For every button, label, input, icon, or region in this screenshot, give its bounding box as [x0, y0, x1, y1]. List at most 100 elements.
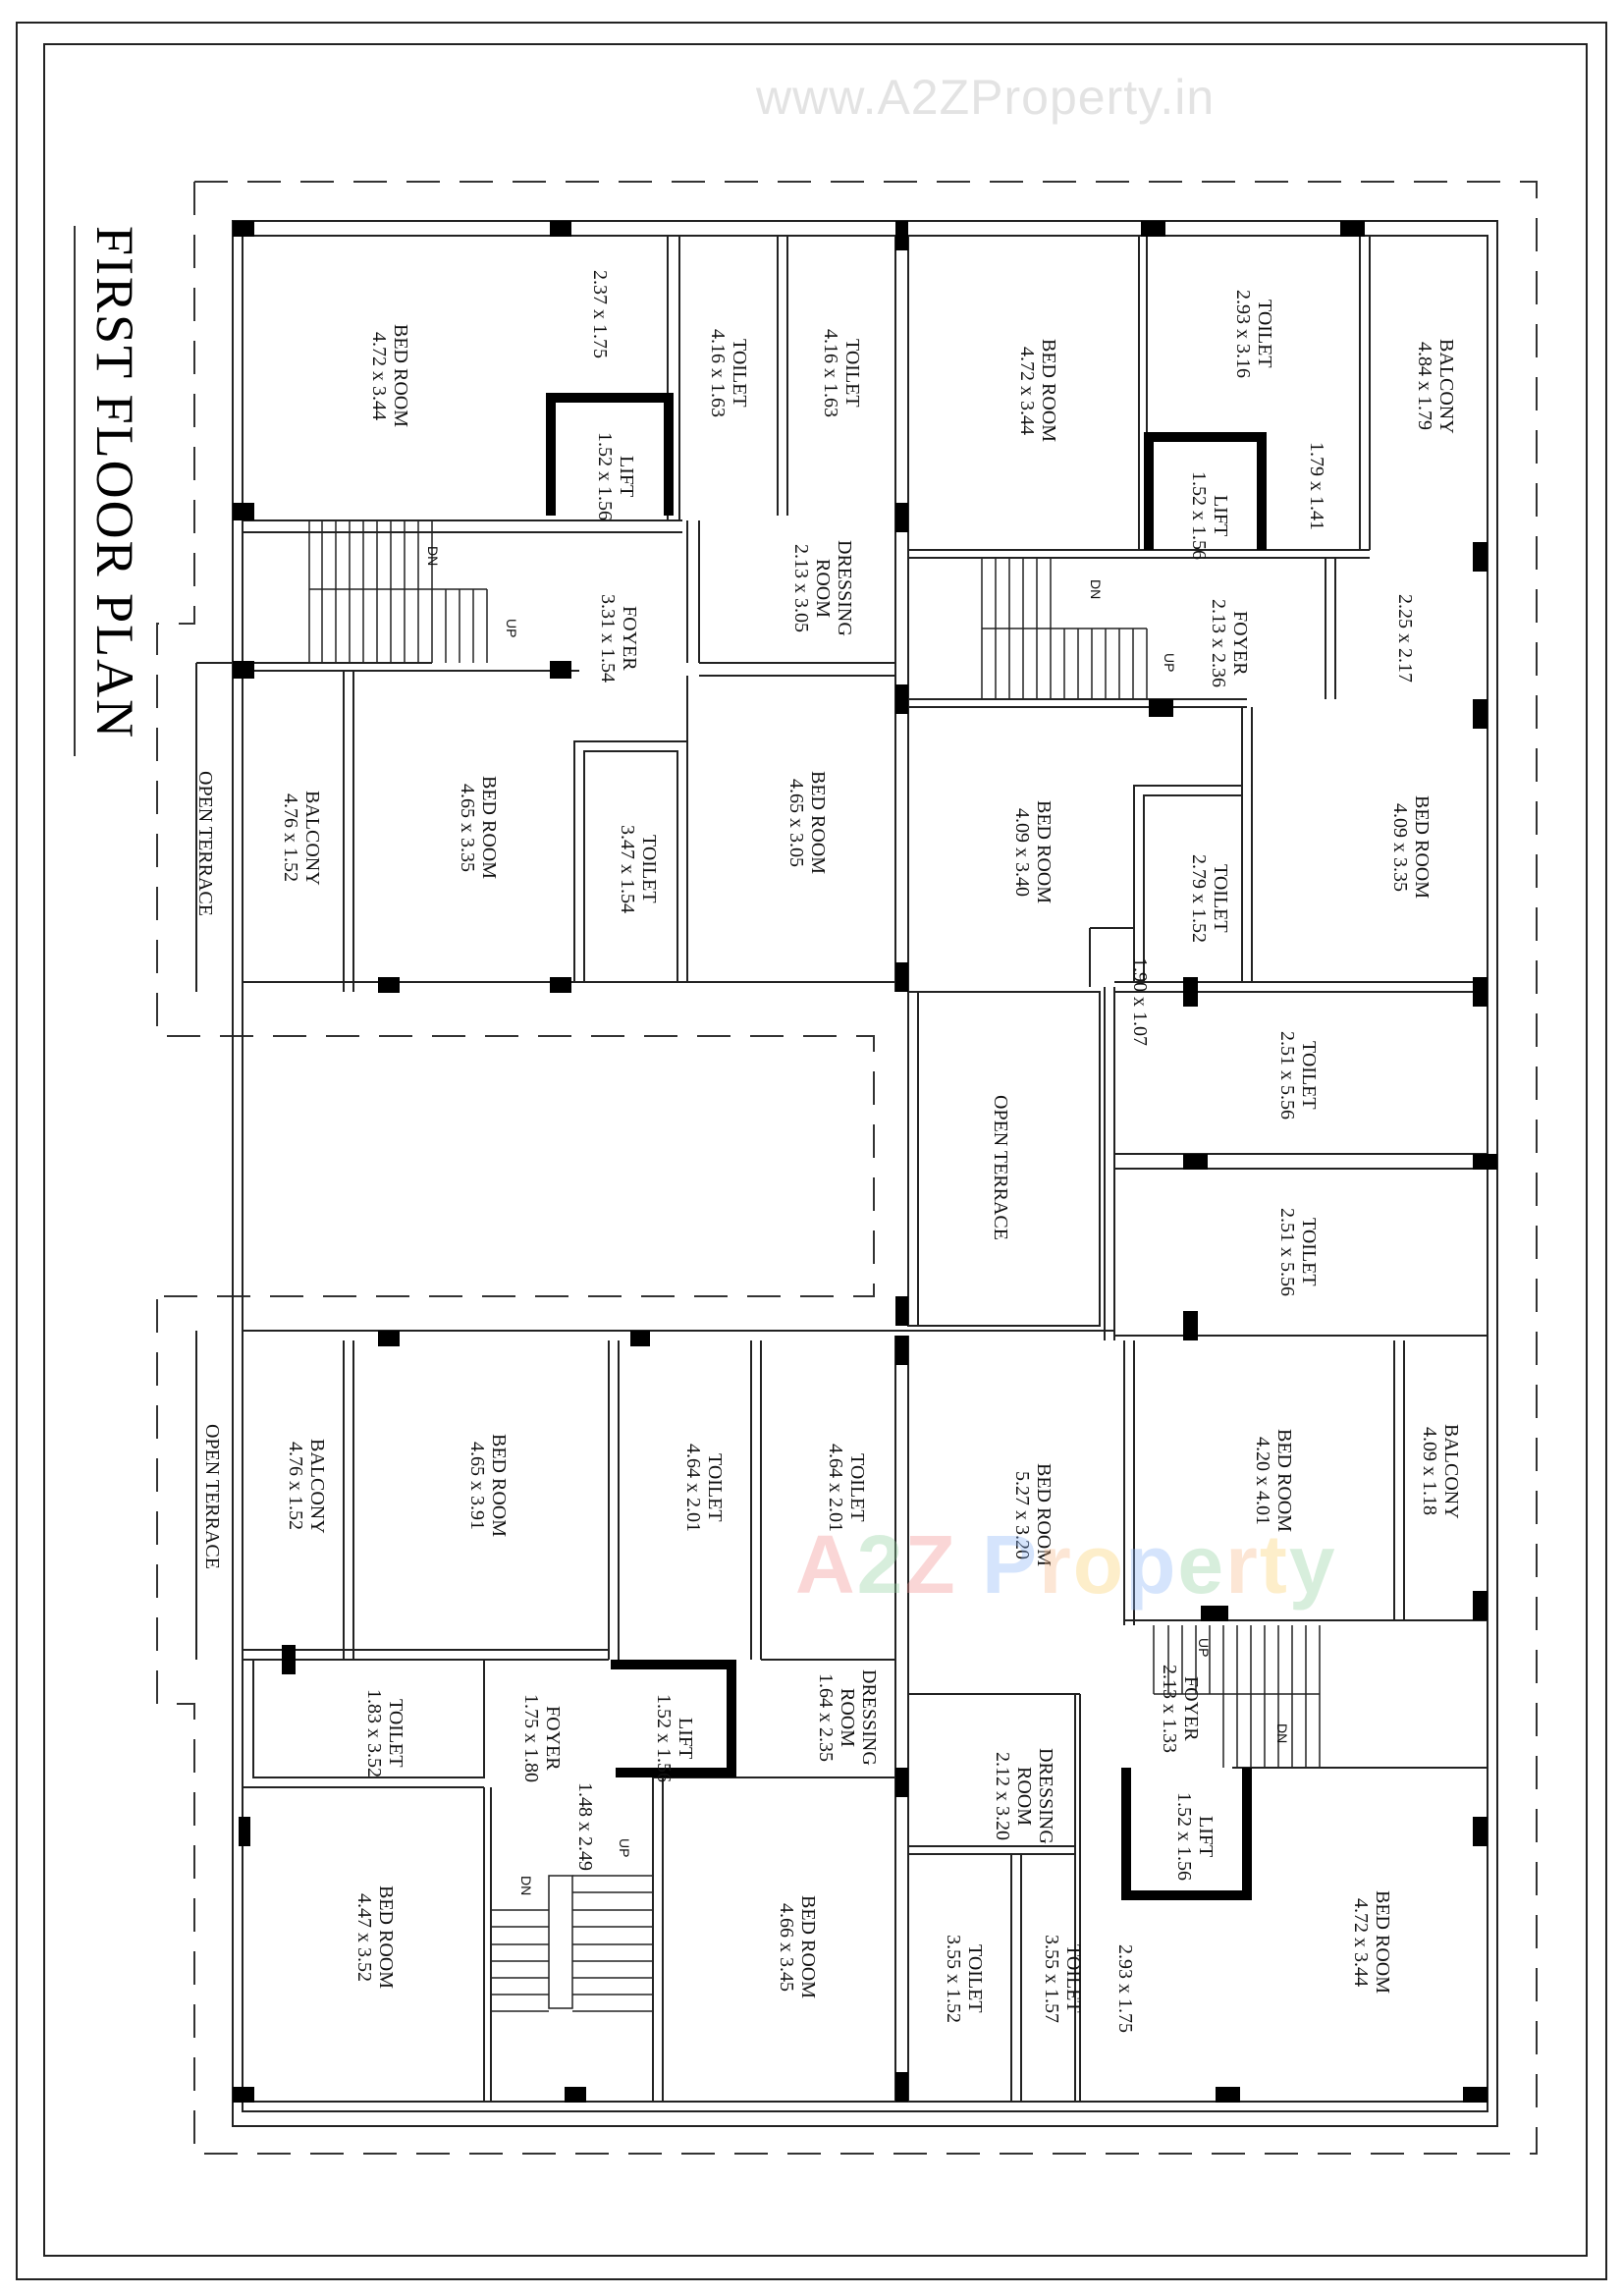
room-name: BALCONY [301, 791, 323, 886]
room-dimensions: 1.52 x 1.56 [653, 1694, 675, 1782]
room-dimensions: 1.64 x 2.35 [815, 1672, 837, 1762]
room-name: BED ROOM [1038, 339, 1059, 443]
room-dimensions: 4.47 x 3.52 [353, 1892, 375, 1982]
room-dimensions: 4.09 x 3.35 [1389, 802, 1411, 892]
room-name: BED ROOM [478, 776, 500, 880]
room-dimensions: 4.66 x 3.45 [776, 1902, 797, 1992]
watermark-letter: r [1039, 1518, 1073, 1611]
stair-direction-label: DN [1274, 1723, 1290, 1744]
watermark-letter: P [982, 1518, 1040, 1611]
room-name: BED ROOM [390, 324, 411, 428]
room-name: FOYER [542, 1706, 564, 1771]
staircases [308, 520, 1321, 2012]
watermark-logo: A2Z Property [795, 1517, 1337, 1613]
watermark-letter: t [1259, 1518, 1289, 1611]
room-name: ROOM [1013, 1766, 1035, 1826]
room-name: BED ROOM [807, 771, 829, 875]
room-dimensions: 2.93 x 1.75 [1114, 1944, 1136, 2033]
room-dimensions: 3.47 x 1.54 [617, 825, 638, 913]
room-label: 2.93 x 1.75 [1114, 1944, 1136, 2033]
room-label: OPEN TERRACE [201, 1424, 223, 1569]
room-name: TOILET [964, 1944, 986, 2013]
stair-direction-label: UP [504, 619, 519, 638]
stair-direction-label: DN [425, 546, 441, 567]
room-name: LIFT [1195, 1815, 1217, 1858]
outer-walls [232, 220, 1498, 2127]
room-name: TOILET [1062, 1944, 1084, 2013]
stair-direction-label: DN [1088, 579, 1104, 600]
room-name: OPEN TERRACE [201, 1424, 223, 1569]
room-name: FOYER [619, 606, 640, 671]
room-dimensions: 1.52 x 1.56 [1188, 471, 1210, 560]
watermark-letter: y [1288, 1518, 1337, 1611]
room-dimensions: 1.79 x 1.41 [1306, 442, 1327, 530]
room-name: TOILET [841, 339, 863, 408]
columns [233, 221, 1497, 2103]
lift-shafts [546, 393, 1267, 1900]
room-name: BALCONY [306, 1439, 328, 1534]
room-name: DRESSING [858, 1669, 880, 1766]
room-dimensions: 4.76 x 1.52 [285, 1442, 306, 1531]
room-dimensions: 4.72 x 3.44 [1016, 346, 1038, 435]
room-name: TOILET [846, 1453, 868, 1522]
room-dimensions: 2.93 x 3.16 [1232, 290, 1254, 378]
room-dimensions: 1.90 x 1.07 [1129, 957, 1151, 1046]
room-dimensions: 4.76 x 1.52 [280, 793, 301, 883]
room-dimensions: 1.48 x 2.49 [574, 1782, 596, 1871]
room-dimensions: 3.31 x 1.54 [597, 594, 619, 683]
interior-walls [195, 236, 1488, 2103]
room-dimensions: 4.64 x 2.01 [825, 1444, 846, 1532]
room-dimensions: 4.65 x 3.91 [466, 1441, 488, 1530]
room-name: OPEN TERRACE [194, 771, 216, 916]
room-dimensions: 2.51 x 5.56 [1276, 1031, 1298, 1120]
room-name: DRESSING [1035, 1748, 1056, 1844]
room-dimensions: 1.75 x 1.80 [520, 1694, 542, 1782]
room-dimensions: 2.13 x 2.36 [1208, 599, 1229, 687]
room-dimensions: 4.72 x 3.44 [368, 331, 390, 420]
room-name: BED ROOM [1033, 800, 1055, 904]
room-label: 1.79 x 1.41 [1306, 442, 1327, 530]
watermark-letter: r [1225, 1518, 1260, 1611]
room-dimensions: 4.16 x 1.63 [707, 329, 729, 417]
room-label: OPEN TERRACE [990, 1095, 1011, 1240]
room-name: FOYER [1180, 1676, 1202, 1741]
room-name: FOYER [1229, 611, 1251, 676]
plot-boundary [156, 181, 1538, 2155]
room-name: TOILET [1210, 864, 1231, 933]
watermark-letter: p [1125, 1518, 1178, 1611]
room-name: TOILET [704, 1453, 726, 1522]
room-dimensions: 4.84 x 1.79 [1414, 342, 1435, 431]
room-name: LIFT [675, 1717, 696, 1760]
watermark-letter: Z [904, 1518, 957, 1611]
stair-direction-label: UP [617, 1838, 632, 1858]
watermark-letter [957, 1518, 982, 1611]
room-dimensions: 4.20 x 4.01 [1252, 1436, 1273, 1525]
room-dimensions: 1.52 x 1.56 [1173, 1792, 1195, 1881]
room-name: BED ROOM [1411, 795, 1433, 900]
